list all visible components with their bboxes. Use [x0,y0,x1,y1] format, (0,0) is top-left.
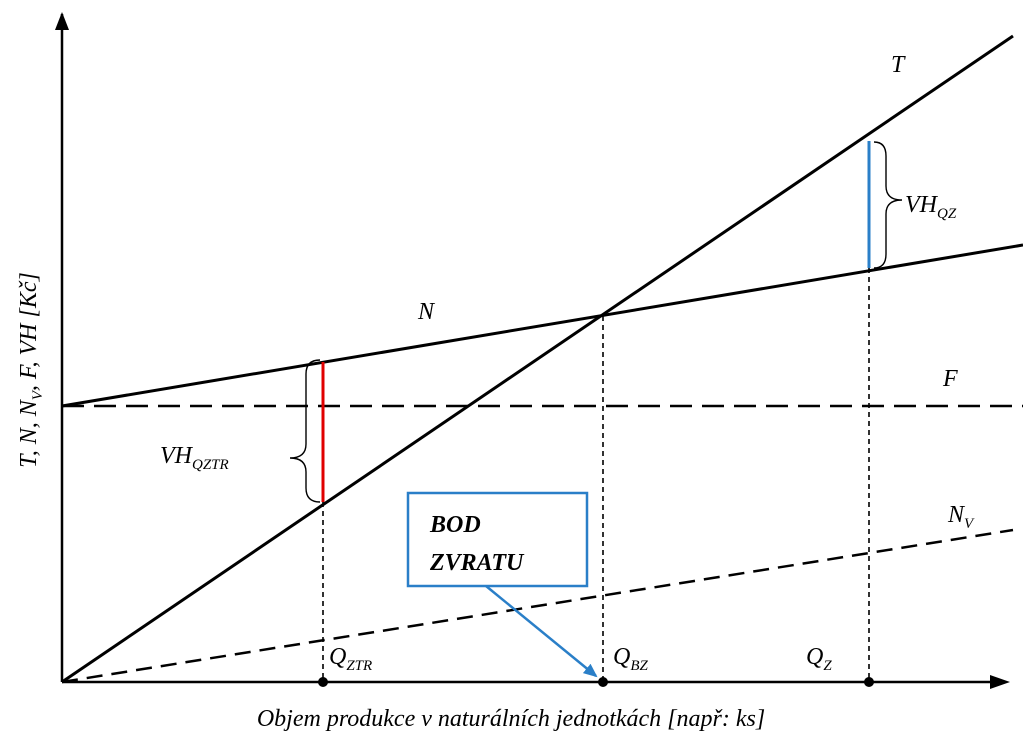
qz-label: QZ [806,644,832,674]
qbz-point [598,677,608,687]
callout-arrow [485,585,598,678]
fixed-costs-label: F [942,366,958,392]
qztr-label: QZTR [329,644,372,674]
y-axis-arrowhead [55,12,69,30]
variable-costs-line [61,528,1014,684]
revenue-label: T [891,52,906,78]
loss-label: VHQZTR [160,443,229,473]
break-even-callout-box [406,491,589,588]
profit-brace [873,141,903,269]
x-axis-arrowhead [990,675,1010,689]
qztr-point [318,677,328,687]
profit-label: VHQZ [905,192,957,222]
revenue-line [61,34,1014,684]
callout-line2: ZVRATU [429,550,525,576]
y-axis-label: T, N, NV, F, VH [Kč] [16,272,46,468]
total-costs-label: N [417,299,436,325]
callout-line1: BOD [429,512,481,538]
loss-brace [289,359,321,503]
x-axis-label: Objem produkce v naturálních jednotkách … [257,706,765,732]
qbz-label: QBZ [613,644,649,674]
total-costs-line [61,243,1023,408]
variable-costs-label: NV [947,502,975,532]
qz-point [864,677,874,687]
